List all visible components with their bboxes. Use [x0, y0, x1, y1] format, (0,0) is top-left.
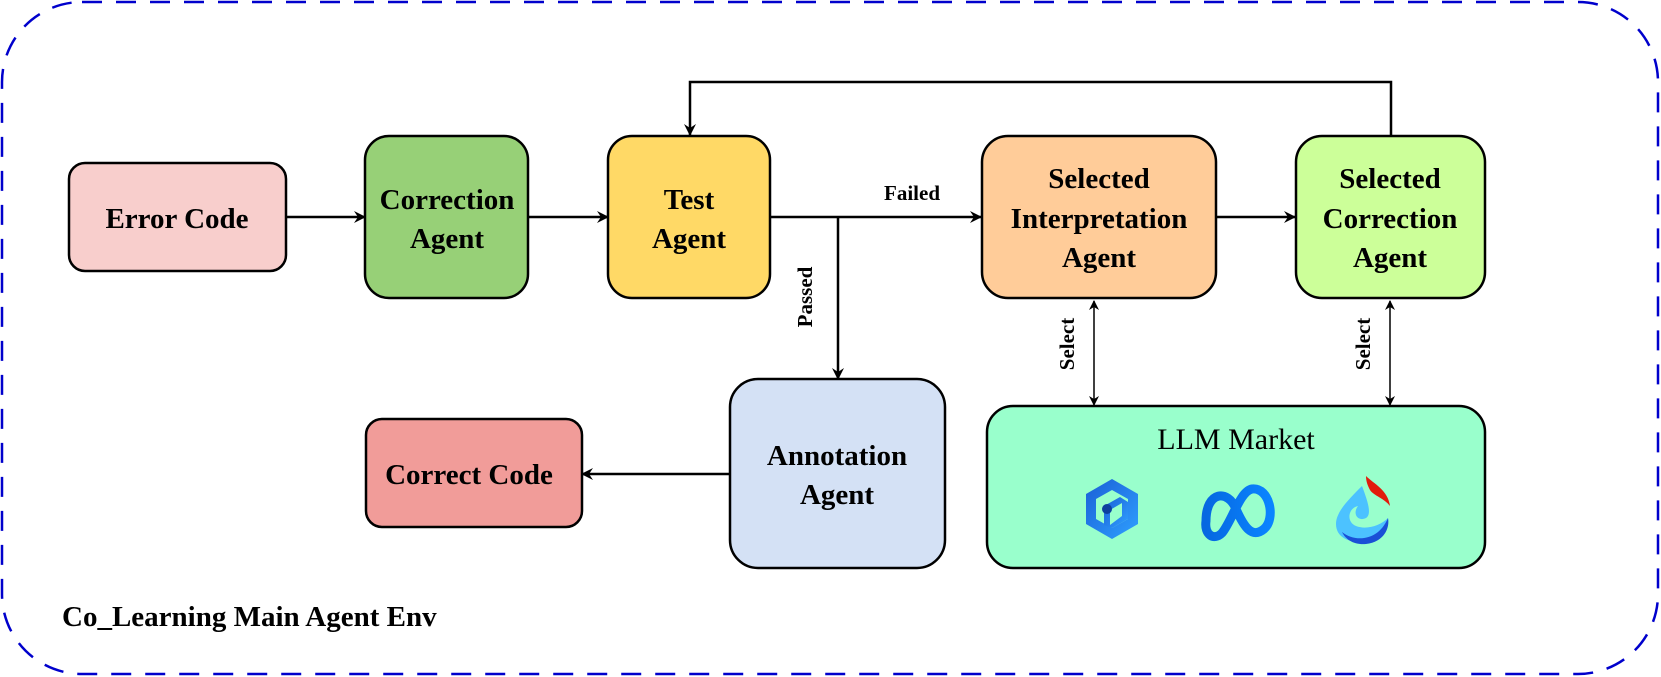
node-error-code: Error Code — [67, 161, 288, 273]
node-annotation-agent: Annotation Agent — [728, 377, 947, 570]
node-correction-agent-line1: Correction — [380, 184, 515, 216]
meta-infinity-logo-icon — [1201, 484, 1275, 541]
node-selected-correction-agent-line1: Selected — [1339, 163, 1440, 195]
node-error-code-label: Error Code — [105, 203, 248, 235]
node-interpretation-agent: Selected Interpretation Agent — [980, 134, 1218, 300]
flame-drop-logo-icon — [1336, 476, 1390, 545]
node-correction-agent-line2: Agent — [410, 223, 484, 255]
edge-label-failed: Failed — [884, 181, 940, 205]
edge-label-select-correction: Select — [1351, 318, 1375, 370]
node-test-agent-line1: Test — [664, 184, 715, 216]
edge-label-passed: Passed — [793, 266, 817, 327]
node-selected-correction-agent: Selected Correction Agent — [1294, 134, 1487, 300]
edge-label-select-interpretation: Select — [1055, 318, 1079, 370]
node-correction-agent: Correction Agent — [363, 134, 530, 300]
hexagon-cube-logo-icon — [1086, 479, 1138, 539]
node-annotation-agent-line1: Annotation — [767, 440, 907, 472]
node-interpretation-agent-line2: Interpretation — [1011, 203, 1188, 235]
env-title: Co_Learning Main Agent Env — [62, 601, 437, 633]
node-interpretation-agent-line1: Selected — [1048, 163, 1149, 195]
node-interpretation-agent-line3: Agent — [1062, 242, 1136, 274]
node-annotation-agent-line2: Agent — [800, 479, 874, 511]
node-correct-code: Correct Code — [364, 417, 584, 529]
node-llm-market: LLM Market — [985, 404, 1487, 570]
llm-market-title: LLM Market — [1157, 423, 1315, 456]
edge-selected-correction-loop-to-test — [684, 80, 1393, 136]
node-test-agent-line2: Agent — [652, 223, 726, 255]
node-selected-correction-agent-line3: Agent — [1353, 242, 1427, 274]
node-test-agent: Test Agent — [606, 134, 772, 300]
node-correct-code-label: Correct Code — [385, 459, 553, 491]
node-selected-correction-agent-line2: Correction — [1323, 203, 1458, 235]
